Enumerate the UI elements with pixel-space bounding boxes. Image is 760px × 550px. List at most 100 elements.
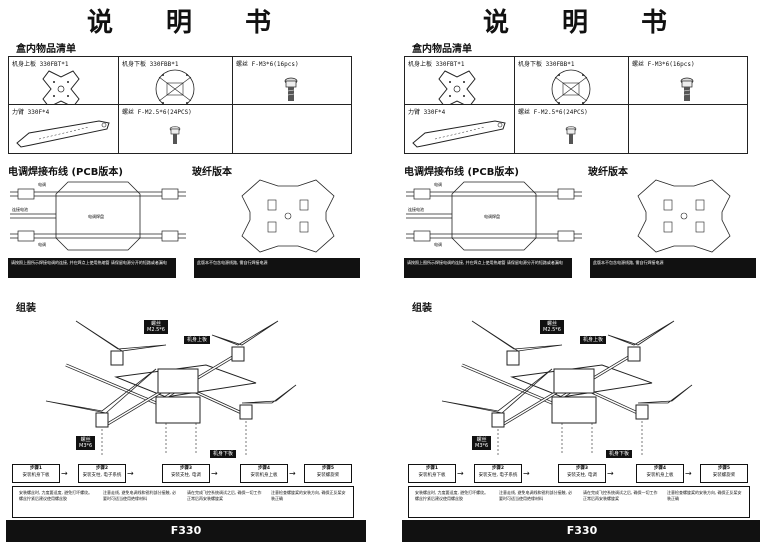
arrow-icon: → bbox=[607, 469, 614, 478]
part-cell-empty bbox=[629, 105, 747, 153]
note-1: 安装螺丝时, 力度要适度, 避免打坏螺纹。 螺丝拧紧后建议使用螺丝胶 bbox=[415, 490, 489, 501]
part-cell: 螺丝 F-M2.5*6(24PCS) bbox=[119, 105, 233, 153]
arrow-icon: → bbox=[61, 469, 68, 478]
note-3: 请在完成飞控系统调试之后, 确保一切工作正常后再安装螺旋桨 bbox=[187, 490, 262, 501]
part-cell: 力臂 330F*4 bbox=[9, 105, 119, 153]
fiberglass-board-diagram bbox=[241, 179, 335, 253]
part-label: 螺丝 F-M2.5*6(24PCS) bbox=[518, 109, 588, 116]
wire-label: 连接电池 bbox=[408, 206, 424, 212]
assembly-heading: 组装 bbox=[16, 303, 36, 314]
part-cell: 机身下板 330FBB*1 bbox=[119, 57, 233, 105]
part-cell: 机身上板 330FBT*1 bbox=[405, 57, 515, 105]
top-plate-icon bbox=[438, 70, 476, 104]
top-plate-icon bbox=[42, 70, 80, 104]
parts-table: 机身上板 330FBT*1 机身下板 330FBB*1 螺丝 F-M3*6(16… bbox=[8, 56, 352, 154]
model-footer: F330 bbox=[402, 520, 760, 542]
wiring-note: 请按照上图所示焊接电调的连接, 并在焊点上使用热缩管 请保留电源分开的短路或者漏… bbox=[8, 258, 176, 278]
arrow-icon: → bbox=[685, 469, 692, 478]
manual-title: 说 明 书 bbox=[482, 8, 690, 38]
callout-top-plate: 机身上板 bbox=[580, 336, 607, 344]
callout-top-plate: 机身上板 bbox=[184, 336, 211, 344]
note-4: 注意检查螺旋桨的安装方向, 确保正反桨安装正确 bbox=[271, 490, 346, 501]
part-label: 机身上板 330FBT*1 bbox=[12, 61, 69, 68]
parts-table: 机身上板 330FBT*1 机身下板 330FBB*1 螺丝 F-M3*6(16… bbox=[404, 56, 748, 154]
part-cell: 机身上板 330FBT*1 bbox=[9, 57, 119, 105]
arm-icon bbox=[16, 120, 110, 148]
manual-panel-right: 说 明 书 盒内物品清单 机身上板 330FBT*1 机身下板 330FBB*1 bbox=[402, 0, 760, 550]
arrow-icon: → bbox=[523, 469, 530, 478]
pcb-wiring-diagram: 电调 连接电池 电调焊盘 电调 bbox=[406, 181, 582, 251]
part-label: 力臂 330F*4 bbox=[12, 109, 50, 116]
pcb-wiring-diagram: 电调 连接电池 电调焊盘 电调 bbox=[10, 181, 186, 251]
parts-heading: 盒内物品清单 bbox=[16, 44, 76, 55]
wire-label: 电调 bbox=[38, 181, 46, 187]
note-2: 注意走线, 避免电调线和锐利部分接触, 必要时可适当使用绝缘材料 bbox=[103, 490, 177, 501]
glass-note: 此版本不包含电源线路, 需自行焊接电源 bbox=[194, 258, 360, 278]
manual-panel-left: 说 明 书 盒内物品清单 机身上板 330FBT*1 机身下板 330FBB*1 bbox=[6, 0, 374, 550]
screw-icon bbox=[680, 77, 694, 101]
glass-heading: 玻纤版本 bbox=[192, 167, 232, 178]
assembly-notes: 安装螺丝时, 力度要适度, 避免打坏螺纹。 螺丝拧紧后建议使用螺丝胶 注意走线,… bbox=[408, 486, 750, 518]
wire-label: 电调焊盘 bbox=[88, 213, 104, 219]
wiring-heading: 电调焊接布线 (PCB版本) bbox=[404, 167, 519, 178]
part-cell-empty bbox=[233, 105, 351, 153]
small-screw-icon bbox=[565, 126, 577, 144]
wire-label: 电调 bbox=[434, 241, 442, 247]
wire-label: 电调 bbox=[38, 241, 46, 247]
part-label: 螺丝 F-M3*6(16pcs) bbox=[632, 61, 695, 68]
manual-title: 说 明 书 bbox=[86, 8, 294, 38]
part-label: 机身上板 330FBT*1 bbox=[408, 61, 465, 68]
callout-bottom-plate: 机身下板 bbox=[606, 450, 633, 458]
wiring-note: 请按照上图所示焊接电调的连接, 并在焊点上使用热缩管 请保留电源分开的短路或者漏… bbox=[404, 258, 572, 278]
fiberglass-board-diagram bbox=[637, 179, 731, 253]
glass-heading: 玻纤版本 bbox=[588, 167, 628, 178]
part-label: 机身下板 330FBB*1 bbox=[518, 61, 575, 68]
small-screw-icon bbox=[169, 126, 181, 144]
assembly-diagram bbox=[441, 320, 693, 455]
wire-label: 连接电池 bbox=[12, 206, 28, 212]
part-cell: 机身下板 330FBB*1 bbox=[515, 57, 629, 105]
bottom-plate-icon bbox=[155, 69, 195, 104]
wire-label: 电调焊盘 bbox=[484, 213, 500, 219]
wiring-heading: 电调焊接布线 (PCB版本) bbox=[8, 167, 123, 178]
screw-icon bbox=[284, 77, 298, 101]
assembly-heading: 组装 bbox=[412, 303, 432, 314]
part-cell: 力臂 330F*4 bbox=[405, 105, 515, 153]
part-label: 机身下板 330FBB*1 bbox=[122, 61, 179, 68]
glass-note: 此版本不包含电源线路, 需自行焊接电源 bbox=[590, 258, 756, 278]
part-label: 螺丝 F-M3*6(16pcs) bbox=[236, 61, 299, 68]
arrow-icon: → bbox=[289, 469, 296, 478]
wire-label: 电调 bbox=[434, 181, 442, 187]
arrow-icon: → bbox=[457, 469, 464, 478]
model-footer: F330 bbox=[6, 520, 366, 542]
part-label: 螺丝 F-M2.5*6(24PCS) bbox=[122, 109, 192, 116]
parts-heading: 盒内物品清单 bbox=[412, 44, 472, 55]
arm-icon bbox=[412, 120, 506, 148]
bottom-plate-icon bbox=[551, 69, 591, 104]
part-cell: 螺丝 F-M2.5*6(24PCS) bbox=[515, 105, 629, 153]
note-2: 注意走线, 避免电调线和锐利部分接触, 必要时可适当使用绝缘材料 bbox=[499, 490, 573, 501]
assembly-diagram bbox=[45, 320, 297, 455]
note-1: 安装螺丝时, 力度要适度, 避免打坏螺纹。 螺丝拧紧后建议使用螺丝胶 bbox=[19, 490, 93, 501]
part-cell: 螺丝 F-M3*6(16pcs) bbox=[233, 57, 351, 105]
part-cell: 螺丝 F-M3*6(16pcs) bbox=[629, 57, 747, 105]
assembly-notes: 安装螺丝时, 力度要适度, 避免打坏螺纹。 螺丝拧紧后建议使用螺丝胶 注意走线,… bbox=[12, 486, 354, 518]
part-label: 力臂 330F*4 bbox=[408, 109, 446, 116]
arrow-icon: → bbox=[127, 469, 134, 478]
arrow-icon: → bbox=[211, 469, 218, 478]
